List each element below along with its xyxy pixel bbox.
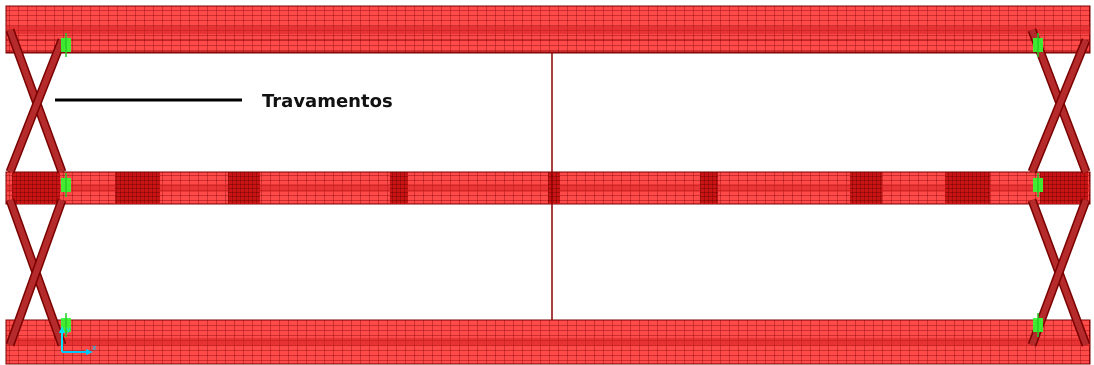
- beam-middle: [5, 171, 1091, 205]
- axis-x-label: x: [92, 343, 97, 352]
- dense-mesh-patch: [1040, 172, 1088, 204]
- beam-top: [5, 5, 1091, 54]
- bracing-member-core: [7, 198, 65, 347]
- dense-mesh-patch: [228, 172, 260, 204]
- dense-mesh-zones: [12, 172, 1088, 204]
- dense-mesh-patch: [548, 172, 560, 204]
- dense-mesh-patch: [12, 172, 60, 204]
- axis-triad: y x: [59, 325, 97, 355]
- dense-mesh-patch: [850, 172, 882, 204]
- bracing-label: Travamentos: [262, 91, 393, 112]
- dense-mesh-patch: [945, 172, 990, 204]
- bracing-members: [5, 28, 1091, 347]
- dense-mesh-patch: [390, 172, 408, 204]
- bracing-member-core: [1029, 38, 1089, 174]
- dense-mesh-patch: [115, 172, 160, 204]
- dense-mesh-patch: [700, 172, 718, 204]
- beam-bottom: [5, 319, 1091, 365]
- support-markers: [61, 33, 1043, 337]
- bracing-member-core: [7, 38, 65, 174]
- axis-y-label: y: [66, 325, 71, 334]
